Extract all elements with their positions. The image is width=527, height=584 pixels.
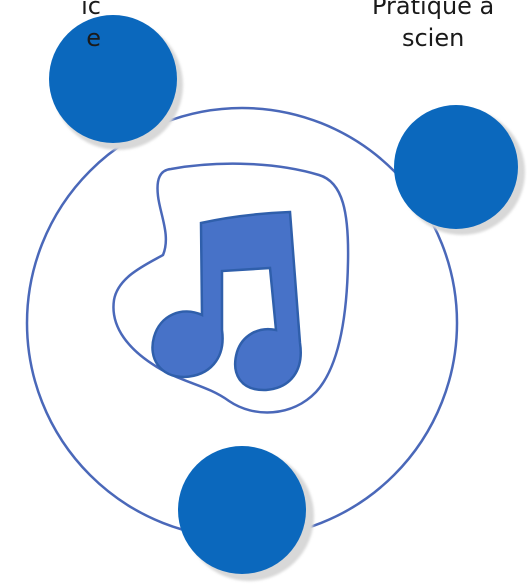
top-right-label-line-1: Pratique a <box>372 0 495 20</box>
top-right-label: Pratique a scien <box>372 0 494 54</box>
top-left-label-line-2: e <box>86 24 101 52</box>
badge-outline <box>112 162 350 414</box>
node-right-circle <box>394 105 518 229</box>
music-badge <box>112 162 350 414</box>
top-left-label: ic e <box>81 0 101 54</box>
music-note-icon <box>151 210 302 392</box>
top-right-label-line-2: scien <box>401 24 465 52</box>
top-left-label-line-1: ic <box>81 0 101 20</box>
node-top-left-circle <box>49 15 177 143</box>
node-bottom <box>178 446 314 581</box>
node-top-left <box>49 15 183 150</box>
node-bottom-circle <box>178 446 306 574</box>
node-right <box>394 105 525 235</box>
